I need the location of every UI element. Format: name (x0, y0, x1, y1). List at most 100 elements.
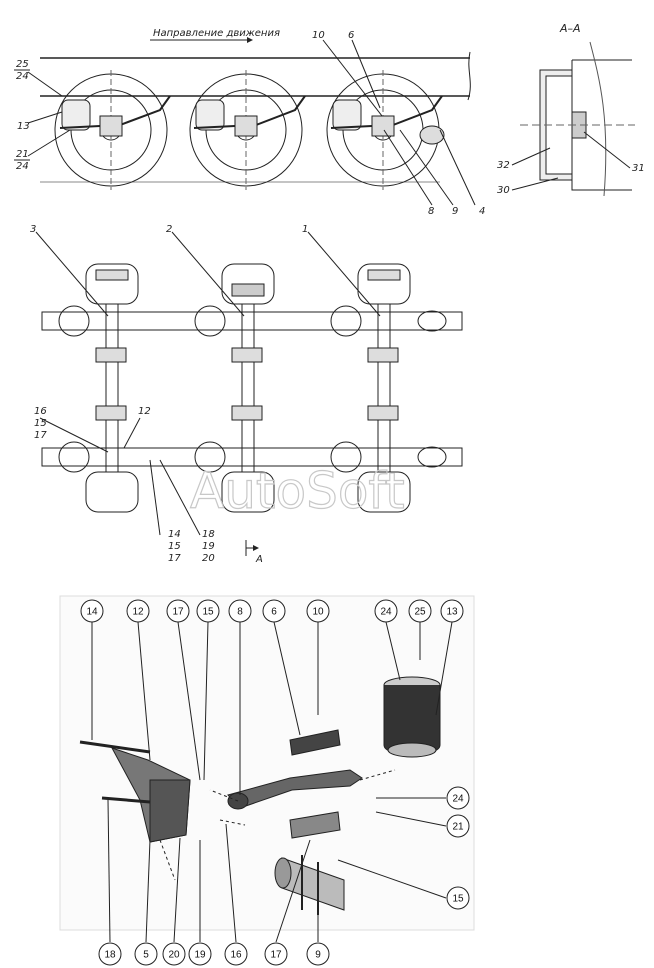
callout-circle: 17 (166, 599, 190, 623)
plan-view (35, 231, 463, 556)
callout-8: 8 (428, 206, 434, 217)
callout-number: 10 (312, 607, 324, 618)
callout-15: 15 (34, 418, 47, 429)
callout-ring (446, 814, 470, 838)
callout-ring (306, 942, 330, 966)
callout-13: 13 (17, 121, 30, 132)
callout-circle: 19 (188, 942, 212, 966)
callout-circle: 17 (264, 942, 288, 966)
callout-number: 21 (452, 822, 464, 833)
callout-circle: 9 (306, 942, 330, 966)
callout-ring (196, 599, 220, 623)
callout-number: 5 (143, 950, 149, 961)
callout-21: 21 (16, 149, 29, 160)
callout-number: 20 (168, 950, 180, 961)
callout-circle: 6 (262, 599, 286, 623)
callout-4: 4 (479, 206, 485, 217)
callout-number: 14 (86, 607, 98, 618)
callout-9: 9 (452, 206, 458, 217)
plan-view-callouts: 3 2 1 16 15 17 12 14 15 17 18 19 20 А (30, 224, 308, 565)
callout-3: 3 (30, 224, 36, 235)
callout-circle: 14 (80, 599, 104, 623)
callout-ring (408, 599, 432, 623)
callout-circle: 12 (126, 599, 150, 623)
callout-ring (228, 599, 252, 623)
callout-ring (134, 942, 158, 966)
callout-25: 25 (16, 59, 29, 70)
callout-ring (440, 599, 464, 623)
callout-circle: 5 (134, 942, 158, 966)
callout-24b: 24 (16, 161, 29, 172)
callout-circle: 24 (374, 599, 398, 623)
callout-circle: 13 (440, 599, 464, 623)
callout-circle: 21 (446, 814, 470, 838)
callout-number: 13 (446, 607, 458, 618)
callout-ring (446, 886, 470, 910)
callout-circle: 24 (446, 786, 470, 810)
callout-32: 32 (497, 160, 510, 171)
callout-number: 16 (230, 950, 242, 961)
section-marker-label: А (255, 554, 263, 565)
axle-3 (58, 263, 139, 513)
callout-14: 14 (168, 529, 181, 540)
callout-ring (264, 942, 288, 966)
callout-10: 10 (312, 30, 325, 41)
callout-17b: 17 (168, 553, 181, 564)
callout-number: 8 (237, 607, 243, 618)
axle-1 (330, 263, 447, 513)
callout-18: 18 (202, 529, 215, 540)
callout-ring (98, 942, 122, 966)
callout-circle: 8 (228, 599, 252, 623)
side-view: Направление движения (27, 28, 476, 206)
axle-2 (194, 263, 275, 513)
callout-circle: 18 (98, 942, 122, 966)
callout-ring (374, 599, 398, 623)
callout-number: 12 (132, 607, 144, 618)
callout-24: 24 (16, 71, 29, 82)
callout-ring (162, 942, 186, 966)
callout-17: 17 (34, 430, 47, 441)
frame-rail-bottom (41, 447, 463, 467)
section-title: А–А (559, 22, 581, 35)
callout-number: 15 (452, 894, 464, 905)
callout-number: 6 (271, 607, 277, 618)
callout-19: 19 (202, 541, 215, 552)
callout-number: 17 (270, 950, 282, 961)
callout-ring (262, 599, 286, 623)
callout-number: 25 (414, 607, 426, 618)
side-view-callouts: 25 24 13 21 24 10 6 8 9 4 (14, 30, 485, 217)
exploded-right-callouts: 24 21 15 (446, 786, 470, 910)
callout-circle: 10 (306, 599, 330, 623)
callout-ring (80, 599, 104, 623)
trailing-arm-3 (330, 95, 445, 145)
callout-ring (188, 942, 212, 966)
callout-ring (126, 599, 150, 623)
callout-number: 9 (315, 950, 321, 961)
trailing-arm-2 (193, 95, 306, 137)
callout-12: 12 (138, 406, 151, 417)
callout-number: 19 (194, 950, 206, 961)
trailing-arm-1 (59, 95, 171, 137)
air-spring-2 (195, 99, 225, 131)
callout-circle: 16 (224, 942, 248, 966)
callout-circle: 15 (446, 886, 470, 910)
exploded-bottom-callouts: 18 5 20 19 16 17 9 (98, 942, 330, 966)
callout-circle: 20 (162, 942, 186, 966)
direction-label: Направление движения (153, 28, 280, 39)
callout-30: 30 (497, 185, 510, 196)
callout-ring (306, 599, 330, 623)
callout-circle: 15 (196, 599, 220, 623)
callout-number: 24 (452, 794, 464, 805)
callout-6: 6 (348, 30, 354, 41)
callout-15b: 15 (168, 541, 181, 552)
callout-2: 2 (166, 224, 172, 235)
callout-ring (224, 942, 248, 966)
callout-circle: 25 (408, 599, 432, 623)
callout-ring (166, 599, 190, 623)
callout-number: 18 (104, 950, 116, 961)
exploded-parts (79, 621, 453, 943)
callout-31: 31 (632, 163, 645, 174)
section-a-a: А–А 32 30 31 (497, 22, 645, 197)
